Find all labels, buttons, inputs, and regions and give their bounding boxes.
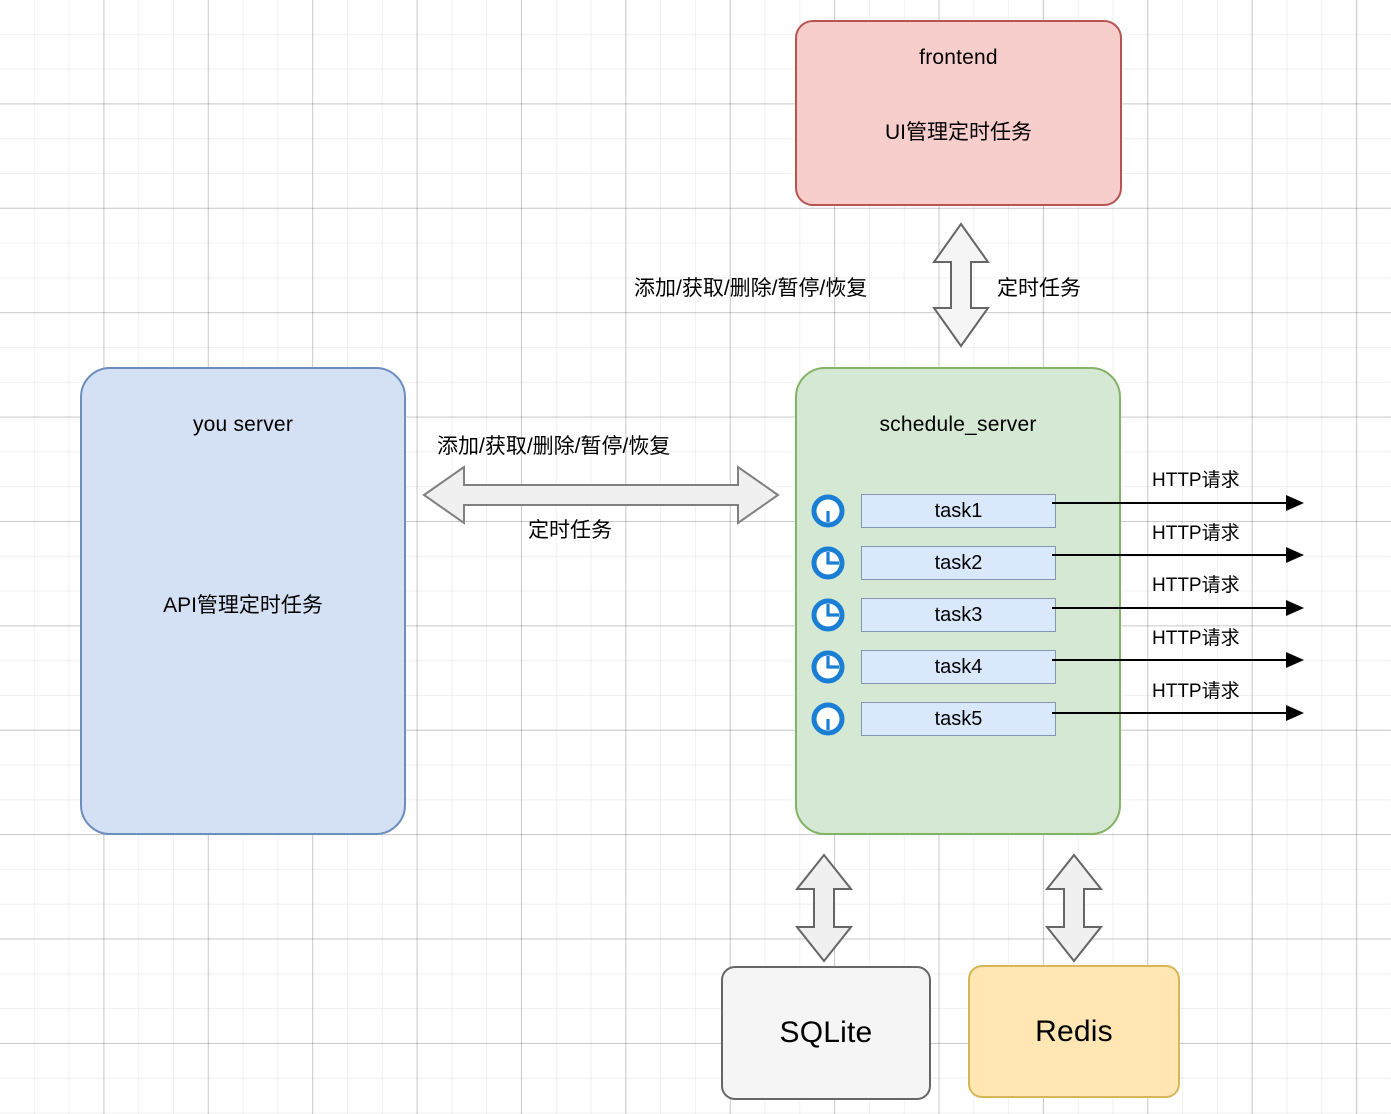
node-sqlite[interactable]: SQLite: [721, 966, 931, 1100]
task-row[interactable]: task4: [797, 641, 1119, 693]
arrow-schedule-redis: [1045, 853, 1103, 963]
http-request-line: [1052, 712, 1288, 714]
node-schedule-server[interactable]: schedule_server task1 task2: [795, 367, 1121, 835]
http-request-line: [1052, 607, 1288, 609]
http-request-arrowhead: [1286, 495, 1304, 511]
task-box[interactable]: task4: [861, 650, 1056, 684]
http-request-arrowhead: [1286, 705, 1304, 721]
you-server-subtitle: API管理定时任务: [163, 594, 323, 617]
frontend-title: frontend: [919, 46, 998, 69]
edge-label-youserver-top: 添加/获取/删除/暂停/恢复: [437, 435, 671, 458]
clock-icon: [811, 494, 845, 528]
http-request-label: HTTP请求: [1152, 681, 1240, 702]
http-request-arrowhead: [1286, 547, 1304, 563]
you-server-title: you server: [192, 413, 294, 436]
arrow-frontend-schedule: [932, 222, 990, 348]
http-request-arrowhead: [1286, 652, 1304, 668]
clock-icon: [811, 650, 845, 684]
task-row[interactable]: task5: [797, 693, 1119, 745]
clock-icon: [811, 702, 845, 736]
sqlite-title: SQLite: [779, 1016, 873, 1049]
edge-label-frontend-left: 添加/获取/删除/暂停/恢复: [634, 277, 868, 300]
task-box[interactable]: task3: [861, 598, 1056, 632]
http-request-label: HTTP请求: [1152, 628, 1240, 649]
task-row[interactable]: task3: [797, 589, 1119, 641]
node-frontend[interactable]: frontend UI管理定时任务: [795, 20, 1122, 206]
arrow-schedule-sqlite: [795, 853, 853, 963]
frontend-subtitle: UI管理定时任务: [885, 121, 1032, 144]
clock-icon: [811, 546, 845, 580]
http-request-line: [1052, 554, 1288, 556]
schedule-server-title: schedule_server: [879, 413, 1037, 436]
http-request-label: HTTP请求: [1152, 523, 1240, 544]
edge-label-frontend-right: 定时任务: [997, 277, 1081, 300]
task-box[interactable]: task5: [861, 702, 1056, 736]
node-redis[interactable]: Redis: [968, 965, 1180, 1098]
node-you-server[interactable]: you server API管理定时任务: [80, 367, 406, 835]
arrow-youserver-schedule: [422, 465, 780, 525]
task-box[interactable]: task2: [861, 546, 1056, 580]
task-box[interactable]: task1: [861, 494, 1056, 528]
http-request-arrowhead: [1286, 600, 1304, 616]
task-list: task1 task2 task3: [797, 485, 1119, 745]
http-request-label: HTTP请求: [1152, 575, 1240, 596]
redis-title: Redis: [1035, 1014, 1113, 1048]
http-request-label: HTTP请求: [1152, 470, 1240, 491]
clock-icon: [811, 598, 845, 632]
task-row[interactable]: task2: [797, 537, 1119, 589]
http-request-line: [1052, 659, 1288, 661]
edge-label-youserver-bottom: 定时任务: [528, 519, 612, 542]
task-row[interactable]: task1: [797, 485, 1119, 537]
http-request-line: [1052, 502, 1288, 504]
